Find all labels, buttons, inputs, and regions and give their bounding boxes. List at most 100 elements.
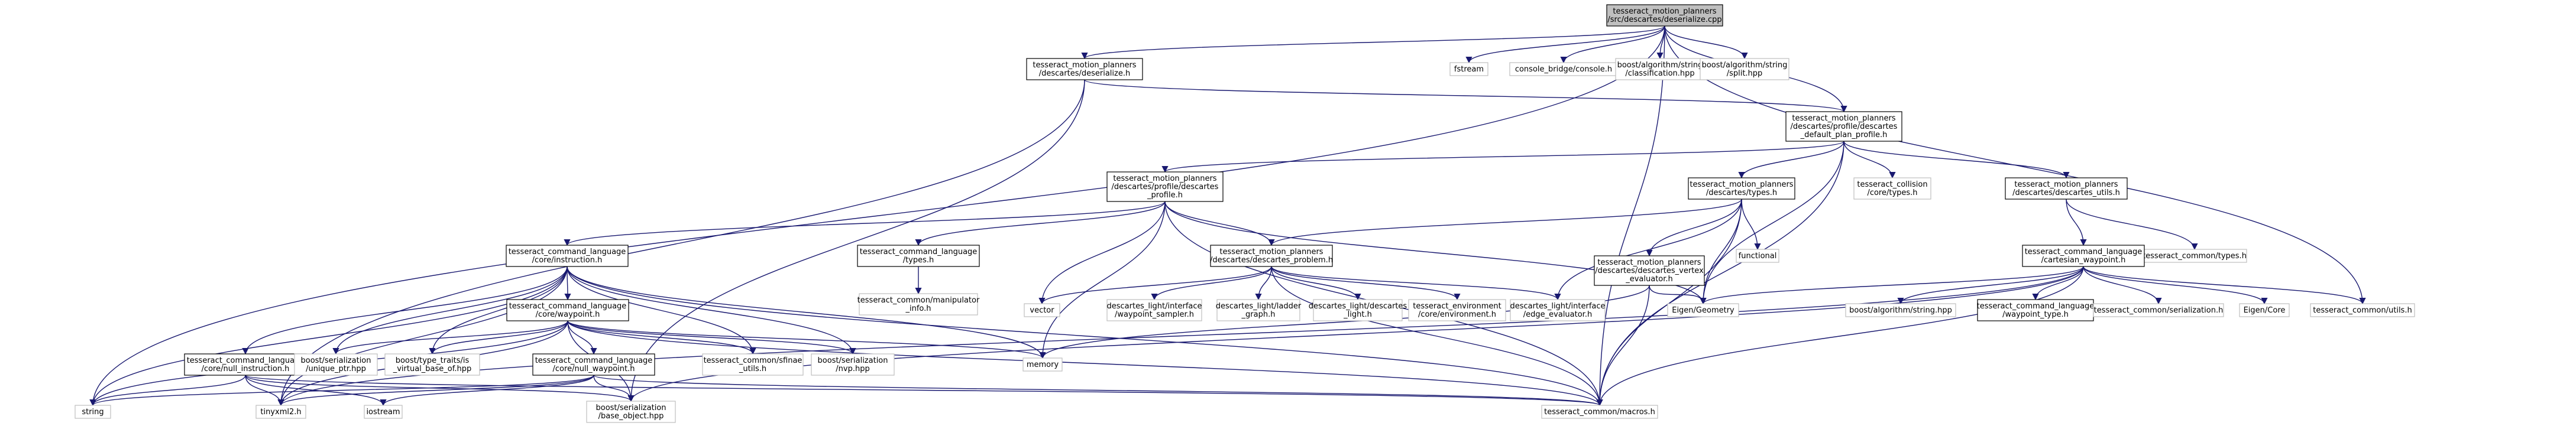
edge-vertex-to-memory: [1039, 285, 1650, 359]
edge-instr-to-unique_ptr: [332, 266, 568, 355]
node-box: [702, 353, 804, 376]
edge-types-to-edge_eval: [1554, 199, 1742, 301]
node-label-line: tesseract_command_language: [187, 356, 305, 365]
edge-null_wp-to-base_obj: [593, 375, 635, 402]
node-box: [1022, 357, 1063, 372]
edge-dproblem-to-ladder: [1255, 266, 1272, 301]
node-cart-wp[interactable]: tesseract_command_language/cartesian_way…: [2022, 245, 2145, 267]
node-label-line: _virtual_base_of.hpp: [393, 365, 472, 373]
edge-types-to-dproblem: [1268, 199, 1742, 246]
edge-dpp-to-dprof: [1161, 141, 1844, 173]
edge-types-to-vertex: [1646, 199, 1742, 257]
node-cl-types[interactable]: tesseract_command_language/types.h: [857, 245, 980, 267]
node-box: [1688, 177, 1795, 200]
node-dlight: descartes_light/descartes_light.h: [1309, 299, 1407, 321]
edge-dproblem-to-vector: [1038, 266, 1272, 305]
node-label-line: descartes_light/interface: [1106, 302, 1202, 311]
edge-instr-to-memory: [567, 266, 1046, 359]
node-unique-ptr: boost/serialization/unique_ptr.hpp: [294, 353, 378, 376]
node-label-line: /nvp.hpp: [836, 365, 869, 373]
node-label-line: descartes_light/descartes: [1309, 302, 1407, 311]
node-box: [2239, 303, 2290, 317]
node-label-line: boost/algorithm/string: [1702, 61, 1788, 70]
node-label-line: tinyxml2.h: [260, 408, 301, 417]
node-waypoint[interactable]: tesseract_command_language/core/waypoint…: [506, 299, 629, 321]
edge-waypoint-to-nvp: [567, 320, 856, 355]
node-box: [1313, 299, 1403, 321]
edge-null_instr-to-string: [89, 375, 246, 407]
edge-null_wp-to-string: [89, 375, 594, 407]
node-dpp[interactable]: tesseract_motion_planners/descartes/prof…: [1785, 111, 1902, 142]
node-dutils[interactable]: tesseract_motion_planners/descartes/desc…: [2005, 177, 2128, 200]
node-label-line: boost/algorithm/string: [1617, 61, 1703, 70]
node-label-line: boost/type_traits/is: [396, 356, 470, 365]
node-label-line: /descartes/profile/descartes: [1112, 183, 1219, 191]
node-vertex[interactable]: tesseract_motion_planners/descartes/desc…: [1594, 255, 1705, 286]
node-box: [1606, 4, 1723, 27]
node-dprof[interactable]: tesseract_motion_planners/descartes/prof…: [1106, 171, 1224, 202]
edge-null_instr-to-base_obj: [245, 375, 635, 402]
node-wp-type[interactable]: tesseract_command_language/waypoint_type…: [1977, 299, 2095, 321]
node-common-utils: tesseract_common/utils.h: [2310, 303, 2415, 317]
node-box: [2005, 177, 2128, 200]
node-types[interactable]: tesseract_motion_planners/descartes/type…: [1688, 177, 1795, 200]
node-split: boost/algorithm/string/split.hpp: [1700, 58, 1789, 80]
node-label-line: console_bridge/console.h: [1515, 65, 1612, 74]
node-label-line: tesseract_motion_planners: [1613, 7, 1716, 16]
node-box: [1026, 58, 1143, 80]
node-classif: boost/algorithm/string/classification.hp…: [1615, 58, 1705, 80]
node-label-line: /edge_evaluator.h: [1523, 310, 1592, 319]
node-label-line: tesseract_environment: [1413, 302, 1501, 311]
edge-dproblem-to-dlight: [1271, 266, 1361, 301]
node-label-line: boost/serialization: [300, 356, 371, 365]
node-label-line: tesseract_command_language: [535, 356, 653, 365]
node-label-line: tesseract_motion_planners: [1033, 61, 1136, 70]
node-deser-h[interactable]: tesseract_motion_planners/descartes/dese…: [1026, 58, 1143, 80]
node-label-line: iostream: [366, 408, 400, 417]
edge-cart_wp-to-wp_type: [2032, 266, 2084, 301]
node-label-line: descartes_light/interface: [1510, 302, 1605, 311]
edge-waypoint-to-macros: [567, 320, 1603, 407]
node-dproblem[interactable]: tesseract_motion_planners/descartes/desc…: [1210, 245, 1333, 267]
node-label-line: /base_object.hpp: [598, 412, 664, 421]
node-instr[interactable]: tesseract_command_language/core/instruct…: [506, 245, 629, 267]
edge-null_instr-to-macros: [245, 375, 1603, 407]
node-label-line: /descartes/descartes_utils.h: [2012, 188, 2120, 197]
node-label-line: boost/serialization: [596, 404, 666, 412]
node-memory: memory: [1022, 357, 1063, 372]
node-label-line: /core/environment.h: [1418, 310, 1496, 319]
node-label-line: tesseract_motion_planners: [1597, 258, 1701, 267]
node-label-line: /split.hpp: [1727, 69, 1763, 78]
node-box: [75, 405, 111, 419]
node-label-line: tesseract_command_language: [2025, 248, 2143, 256]
node-null-instr[interactable]: tesseract_command_language/core/null_ins…: [184, 353, 307, 376]
node-box: [1541, 405, 1658, 419]
node-label-line: _profile.h: [1147, 191, 1183, 200]
edge-types-to-functional: [1741, 199, 1761, 251]
edge-instr-to-sfinae: [567, 266, 756, 355]
node-box: [1216, 299, 1300, 321]
edge-instr-to-nvp: [567, 266, 856, 355]
node-tinyxml: tinyxml2.h: [255, 405, 306, 419]
node-env: tesseract_environment/core/environment.h: [1408, 299, 1506, 321]
edge-dproblem-to-env: [1271, 266, 1461, 301]
edge-instr-to-tinyxml: [277, 266, 568, 407]
node-root[interactable]: tesseract_motion_planners/src/descartes/…: [1606, 4, 1723, 27]
node-label-line: _graph.h: [1241, 310, 1276, 319]
node-box: [1106, 299, 1202, 321]
edge-deser_h-to-tinyxml: [277, 79, 1085, 407]
edge-null_wp-to-iostream: [380, 375, 594, 407]
node-box: [1510, 299, 1606, 321]
node-box: [1106, 171, 1224, 202]
node-box: [1594, 255, 1705, 286]
edge-root-to-fstream: [1465, 25, 1665, 64]
edge-instr-to-null_instr: [242, 266, 568, 355]
edge-instr-to-string: [89, 266, 568, 407]
node-label-line: _light.h: [1343, 310, 1372, 319]
node-label-line: tesseract_common/macros.h: [1544, 408, 1655, 417]
node-null-wp[interactable]: tesseract_command_language/core/null_way…: [532, 353, 655, 376]
node-base-obj: boost/serialization/base_object.hpp: [586, 401, 676, 423]
edge-dprof-to-instr: [564, 201, 1166, 246]
edge-dutils-to-cart_wp: [2066, 199, 2087, 246]
